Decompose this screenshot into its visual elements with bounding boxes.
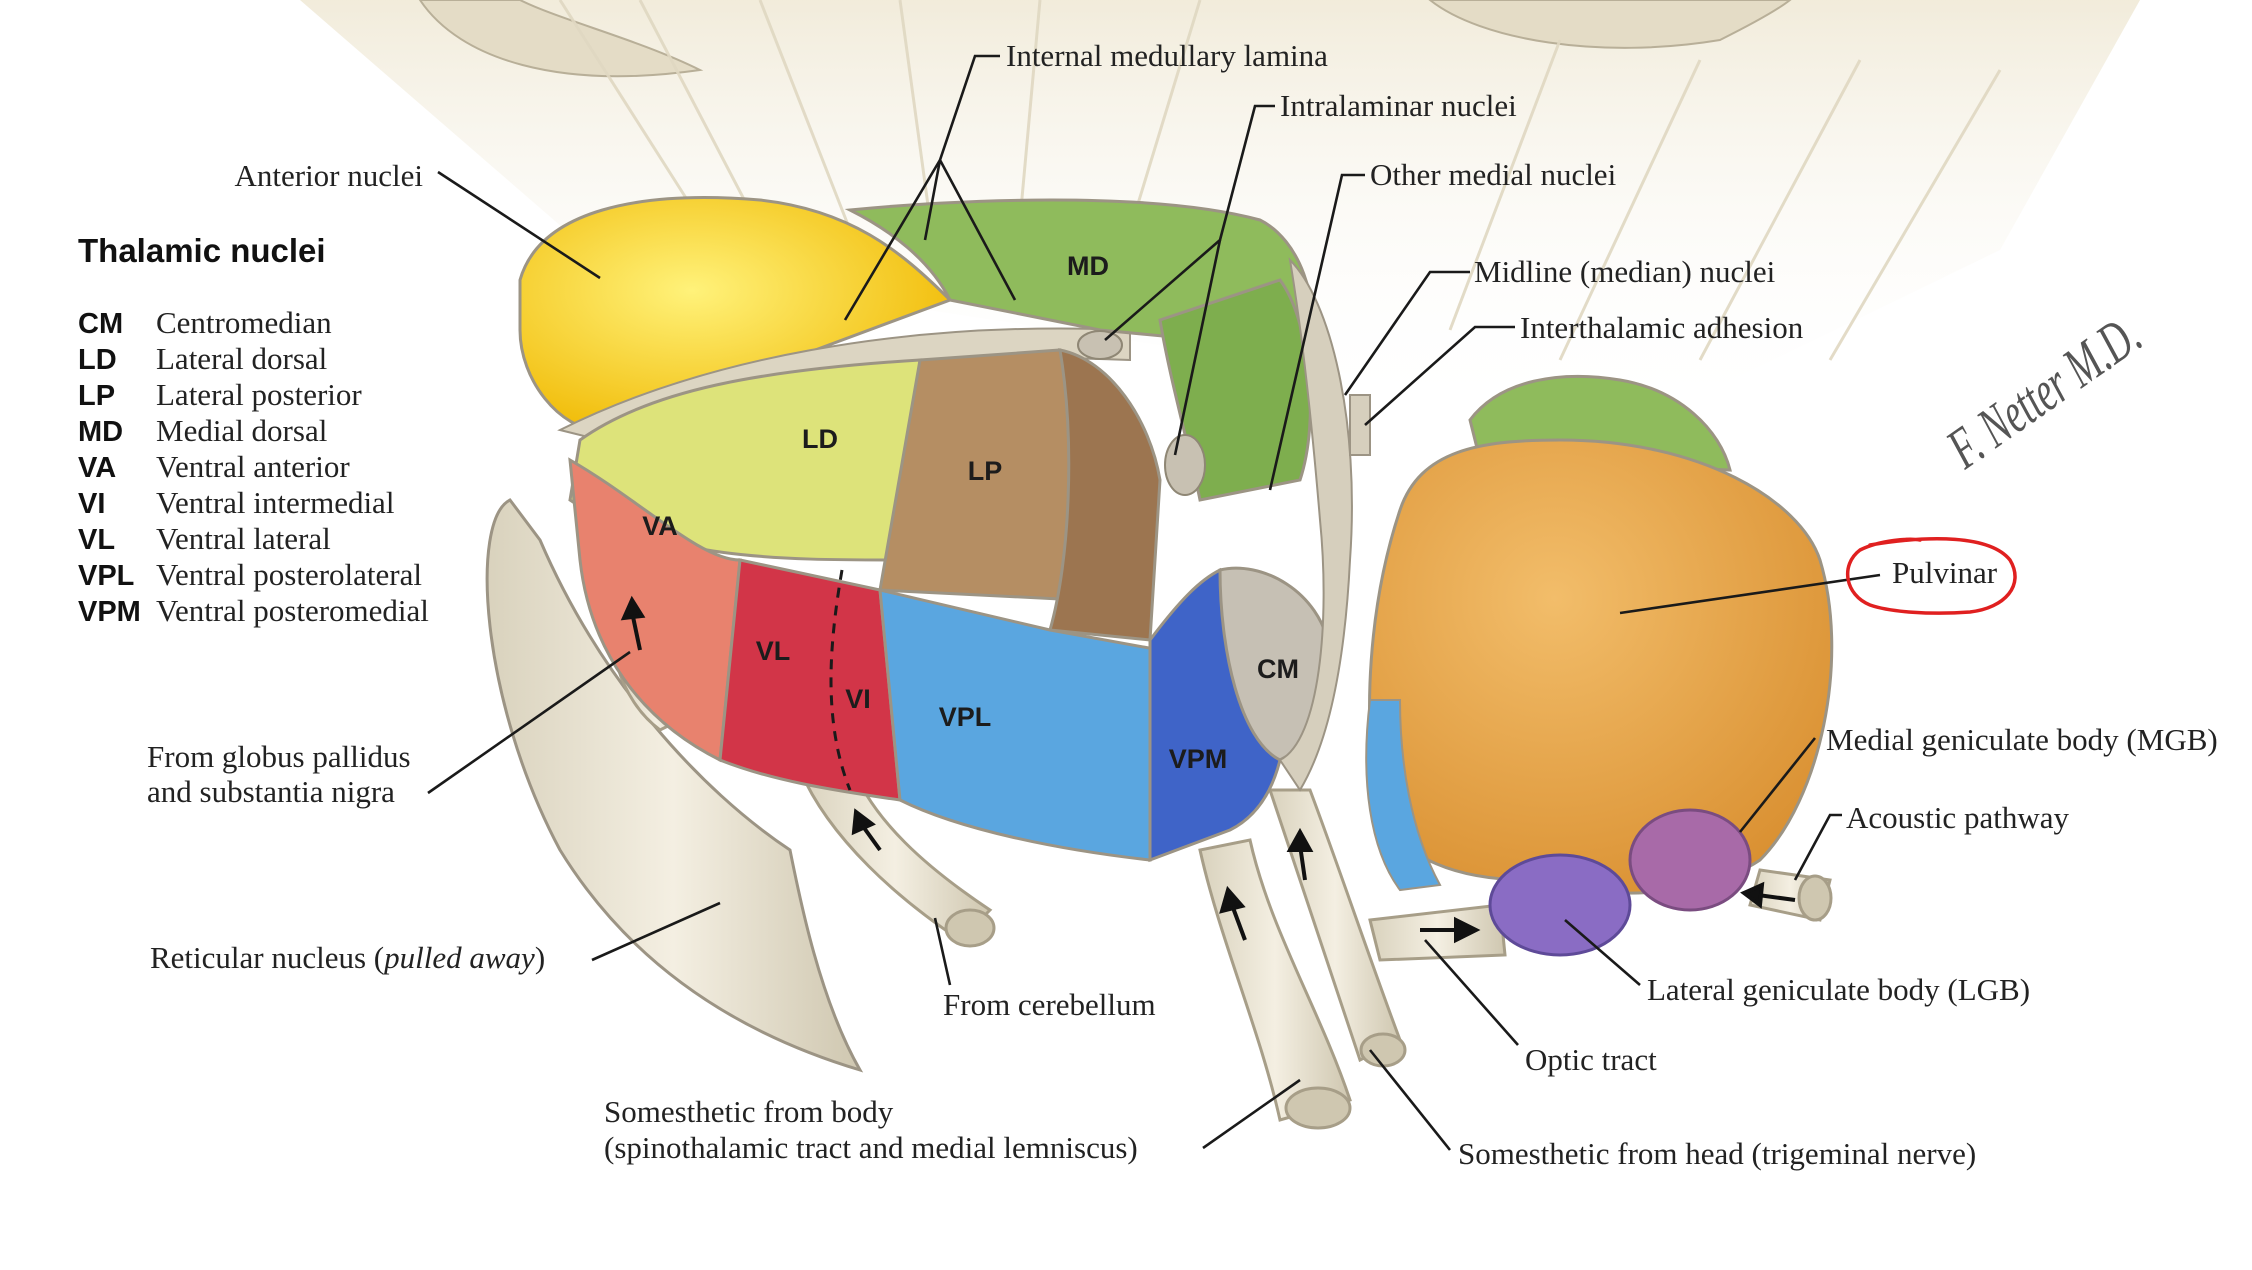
label-mgb: Medial geniculate body (MGB): [1826, 722, 2218, 757]
tract-end-head: [1359, 1032, 1407, 1068]
nucleus-anterior-shape: [518, 196, 953, 432]
label-globus-2: and substantia nigra: [147, 774, 395, 809]
label-reticular-nucleus: Reticular nucleus (pulled away): [150, 940, 545, 975]
key-name: Medial dorsal: [156, 413, 327, 448]
label-md: MD: [1067, 251, 1109, 281]
label-anterior-nuclei: Anterior nuclei: [234, 158, 423, 193]
tract-arrows: [620, 595, 1796, 944]
label-somesthetic-body-2: (spinothalamic tract and medial lemniscu…: [604, 1130, 1138, 1165]
key-abbr: VA: [78, 452, 116, 484]
vi-dashed-boundary: [829, 569, 852, 791]
label-vi: VI: [845, 684, 871, 714]
key-abbr: LD: [78, 344, 117, 376]
key-abbr: VPL: [78, 560, 134, 592]
key-name: Ventral anterior: [156, 449, 350, 484]
key-name: Ventral posteromedial: [156, 593, 429, 628]
tract-end-acoustic: [1797, 874, 1833, 922]
label-somesthetic-head: Somesthetic from head (trigeminal nerve): [1458, 1136, 1976, 1171]
key-name: Ventral posterolateral: [156, 557, 422, 592]
thalamus-body: [518, 196, 1371, 863]
medial-surface: [1278, 257, 1353, 792]
label-va: VA: [642, 511, 678, 541]
leader-lines: [427, 54, 1881, 1151]
label-vpl: VPL: [939, 702, 992, 732]
intralaminar-nucleus-2: [1164, 434, 1206, 496]
label-other-medial-nuclei: Other medial nuclei: [1370, 157, 1617, 192]
netter-signature: F. Netter M.D.: [1935, 301, 2153, 481]
pulvinar-shape: [1368, 438, 1834, 895]
label-optic-tract: Optic tract: [1525, 1042, 1657, 1077]
label-vpm: VPM: [1169, 744, 1228, 774]
key-abbr: VI: [78, 488, 105, 520]
annotation-circle: [1845, 537, 2017, 615]
key-heading: Thalamic nuclei: [78, 232, 326, 269]
label-pulvinar: Pulvinar: [1892, 555, 1998, 590]
key-abbr: MD: [78, 416, 123, 448]
label-lp: LP: [968, 456, 1003, 486]
label-ld: LD: [802, 424, 838, 454]
key-name: Centromedian: [156, 305, 332, 340]
key-name: Lateral posterior: [156, 377, 362, 412]
label-cm: CM: [1257, 654, 1299, 684]
label-midline-nuclei: Midline (median) nuclei: [1474, 254, 1776, 289]
key-name: Lateral dorsal: [156, 341, 327, 376]
key-name: Ventral lateral: [156, 521, 331, 556]
key-abbr: VL: [78, 524, 115, 556]
label-from-cerebellum: From cerebellum: [943, 987, 1156, 1022]
label-intralaminar-nuclei: Intralaminar nuclei: [1280, 88, 1517, 123]
label-somesthetic-body-1: Somesthetic from body: [604, 1094, 894, 1129]
key-name: Ventral intermedial: [156, 485, 394, 520]
intralaminar-nucleus-1: [1077, 330, 1123, 360]
key-abbr: LP: [78, 380, 115, 412]
label-interthalamic-adhesion: Interthalamic adhesion: [1520, 310, 1804, 345]
label-internal-medullary-lamina: Internal medullary lamina: [1006, 38, 1328, 73]
pulvinar-blue-edge: [1365, 699, 1442, 892]
pulvinar-group: [1365, 374, 1834, 957]
label-globus-1: From globus pallidus: [147, 739, 411, 774]
tract-end-body: [1284, 1086, 1352, 1130]
label-lgb: Lateral geniculate body (LGB): [1647, 972, 2030, 1007]
label-vl: VL: [756, 636, 791, 666]
lgb-shape: [1488, 853, 1632, 957]
label-acoustic-pathway: Acoustic pathway: [1846, 800, 2069, 835]
signature-text: F. Netter M.D.: [1935, 301, 2153, 481]
nucleus-vl-shape: [718, 558, 902, 802]
key-abbr: VPM: [78, 596, 141, 628]
reticular-nucleus-shape: [485, 498, 864, 1073]
interthalamic-adhesion-shape: [1349, 394, 1371, 456]
tract-end-cerebellum: [944, 908, 996, 948]
mgb-shape: [1628, 808, 1752, 912]
key-abbr: CM: [78, 308, 123, 340]
